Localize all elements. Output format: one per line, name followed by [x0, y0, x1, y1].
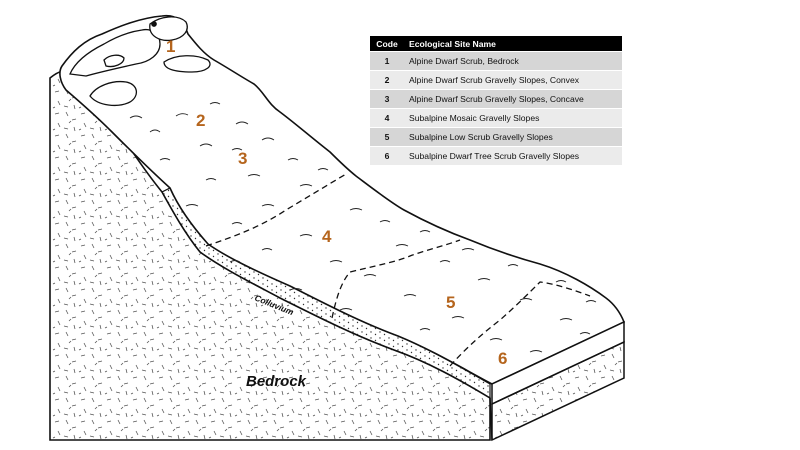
zone-label-2: 2 — [196, 111, 205, 130]
legend-row: 3 Alpine Dwarf Scrub Gravelly Slopes, Co… — [370, 89, 622, 109]
zone-label-6: 6 — [498, 349, 507, 368]
legend-site-name: Subalpine Low Scrub Gravelly Slopes — [404, 127, 622, 147]
zone-label-1: 1 — [166, 37, 175, 56]
legend-row: 4 Subalpine Mosaic Gravelly Slopes — [370, 108, 622, 128]
zone-label-4: 4 — [322, 227, 332, 246]
legend-row: 5 Subalpine Low Scrub Gravelly Slopes — [370, 127, 622, 147]
legend-site-name: Subalpine Dwarf Tree Scrub Gravelly Slop… — [404, 146, 622, 165]
legend-site-name: Alpine Dwarf Scrub Gravelly Slopes, Conv… — [404, 70, 622, 90]
legend-code: 4 — [370, 108, 404, 128]
rock-outcrop — [69, 16, 211, 107]
legend-row: 2 Alpine Dwarf Scrub Gravelly Slopes, Co… — [370, 70, 622, 90]
legend-row: 1 Alpine Dwarf Scrub, Bedrock — [370, 51, 622, 71]
ecological-site-legend: Code Ecological Site Name 1 Alpine Dwarf… — [370, 36, 622, 165]
legend-code: 5 — [370, 127, 404, 147]
surface-hatching — [129, 102, 597, 353]
legend-code: 1 — [370, 51, 404, 71]
legend-header-row: Code Ecological Site Name — [370, 36, 622, 52]
legend-code: 2 — [370, 70, 404, 90]
zone-boundaries — [205, 173, 591, 367]
legend-header-name: Ecological Site Name — [404, 36, 622, 52]
legend-site-name: Alpine Dwarf Scrub Gravelly Slopes, Conc… — [404, 89, 622, 109]
zone-label-3: 3 — [238, 149, 247, 168]
legend-header-code: Code — [370, 36, 404, 52]
legend-code: 3 — [370, 89, 404, 109]
legend-row: 6 Subalpine Dwarf Tree Scrub Gravelly Sl… — [370, 146, 622, 165]
legend-site-name: Alpine Dwarf Scrub, Bedrock — [404, 51, 622, 71]
bedrock-label: Bedrock — [246, 373, 307, 390]
legend-site-name: Subalpine Mosaic Gravelly Slopes — [404, 108, 622, 128]
zone-label-5: 5 — [446, 293, 455, 312]
legend-code: 6 — [370, 146, 404, 165]
slope-surface — [59, 14, 626, 385]
